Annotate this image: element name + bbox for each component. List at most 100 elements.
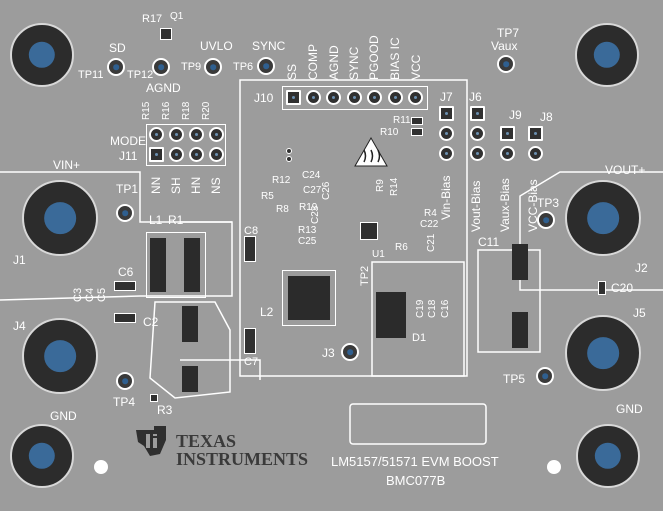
label-agnd: AGND: [146, 81, 181, 95]
label-c22: C22: [420, 219, 439, 230]
label-tp6: TP6: [233, 61, 254, 73]
j11-pin-b3: [189, 147, 204, 162]
label-tp3: TP3: [537, 196, 560, 210]
label-r6: R6: [395, 242, 408, 253]
label-j8: J8: [540, 110, 553, 124]
j11-pin-b2: [169, 147, 184, 162]
label-r8: R8: [276, 204, 289, 215]
label-c8: C8: [244, 225, 259, 237]
cap-c2-pad: [182, 306, 198, 342]
j7-pin-3: [439, 146, 454, 161]
label-j11: J11: [119, 149, 138, 163]
j10-label-agnd: AGND: [327, 45, 341, 80]
inductor-l1-pad-left: [150, 238, 166, 292]
label-c3: C3: [72, 287, 84, 302]
label-r18: R18: [181, 101, 192, 120]
label-r13: R13: [298, 225, 317, 236]
j10-pin-3: [326, 90, 341, 105]
label-c23: C23: [310, 205, 321, 224]
j10-pin-1: [286, 90, 301, 105]
label-j10: J10: [254, 91, 274, 105]
j11-pin-a1: [149, 127, 164, 142]
jack-j5: [565, 315, 641, 391]
label-r19: R19: [299, 202, 318, 213]
board-title: LM5157/51571 EVM BOOST: [331, 454, 499, 469]
cap-c7-pad: [244, 328, 256, 354]
pcb-vias: [286, 148, 292, 154]
inductor-l2-body: [288, 276, 330, 320]
label-vcc-bias: VCC-Bias: [526, 179, 540, 232]
j10-label-vcc: VCC: [409, 54, 423, 80]
label-l1: L1: [149, 213, 163, 227]
label-tp12: TP12: [127, 69, 154, 81]
j10-outline: [282, 86, 428, 110]
testpoint-tp6-pad: [257, 57, 275, 75]
pcb-vias-2: [286, 156, 292, 162]
gnd-copper-outline: [149, 301, 231, 399]
cap-c11-pad: [512, 244, 528, 280]
label-gnd-left: GND: [50, 409, 77, 423]
label-r17: R17: [142, 13, 163, 25]
label-vaux-bias: Vaux-Bias: [498, 178, 512, 232]
testpoint-tp5-pad: [536, 367, 554, 385]
label-vin-bias: Vin-Bias: [439, 175, 453, 220]
label-r5: R5: [261, 191, 274, 202]
cap-c2-small-pad: [114, 313, 136, 323]
label-q1: Q1: [170, 11, 184, 22]
diode-d1-body: [376, 292, 406, 338]
label-r11: R11: [393, 115, 411, 126]
label-gnd-right: GND: [616, 402, 643, 416]
j7-pin-2: [439, 126, 454, 141]
label-tp4: TP4: [113, 395, 136, 409]
label-sd: SD: [109, 41, 126, 55]
label-mode: MODE: [110, 134, 146, 148]
label-j3: J3: [322, 346, 335, 360]
j10-pin-6: [388, 90, 403, 105]
connector-j3-pad: [341, 343, 359, 361]
testpoint-tp3-pad: [537, 211, 555, 229]
testpoint-tp9-pad: [204, 58, 222, 76]
mounting-hole-bottom-right: [576, 424, 640, 488]
label-r16: R16: [161, 101, 172, 120]
label-j2: J2: [635, 261, 648, 275]
label-r20: R20: [201, 101, 212, 120]
label-tp9: TP9: [181, 61, 202, 73]
label-c7: C7: [244, 356, 259, 368]
j10-label-pgood: PGOOD: [367, 35, 381, 80]
label-j1: J1: [13, 253, 26, 267]
jack-j1: [22, 180, 98, 256]
label-c26: C26: [321, 181, 332, 200]
testpoint-tp11-pad: [107, 58, 125, 76]
mounting-hole-bottom-left: [10, 424, 74, 488]
label-tp11: TP11: [78, 69, 104, 81]
label-sync-top: SYNC: [252, 39, 286, 53]
resistor-r3-pad: [150, 394, 158, 402]
label-j4: J4: [13, 319, 26, 333]
j10-label-ss: SS: [285, 63, 299, 80]
label-r12: R12: [272, 175, 291, 186]
testpoint-tp1-pad: [116, 204, 134, 222]
board-hole-left: [94, 460, 108, 474]
label-c5: C5: [96, 287, 108, 302]
label-vout-bias: Vout-Bias: [469, 180, 483, 232]
j11-pin-a4: [209, 127, 224, 142]
label-l2: L2: [260, 305, 274, 319]
ti-logo-text: TEXAS INSTRUMENTS: [176, 432, 308, 468]
testpoint-tp4-pad: [116, 372, 134, 390]
j6-pin-3: [470, 146, 485, 161]
transistor-q1-body: [160, 28, 172, 40]
title-box: [349, 403, 487, 445]
cap-c6-pad: [114, 281, 136, 291]
label-c19: C19: [415, 299, 426, 318]
label-c6: C6: [118, 265, 134, 279]
j10-pin-2: [306, 90, 321, 105]
board-hole-right: [547, 460, 561, 474]
ti-logo-icon: [136, 426, 166, 456]
j10-label-sync: SYNC: [347, 46, 361, 80]
label-j5: J5: [633, 306, 646, 320]
j10-label-comp: COMP: [306, 44, 320, 80]
j11-label-ns: NS: [209, 177, 223, 194]
j9-pin-2: [500, 146, 515, 161]
cap-c11-pad2: [512, 312, 528, 348]
label-c18: C18: [427, 299, 438, 318]
